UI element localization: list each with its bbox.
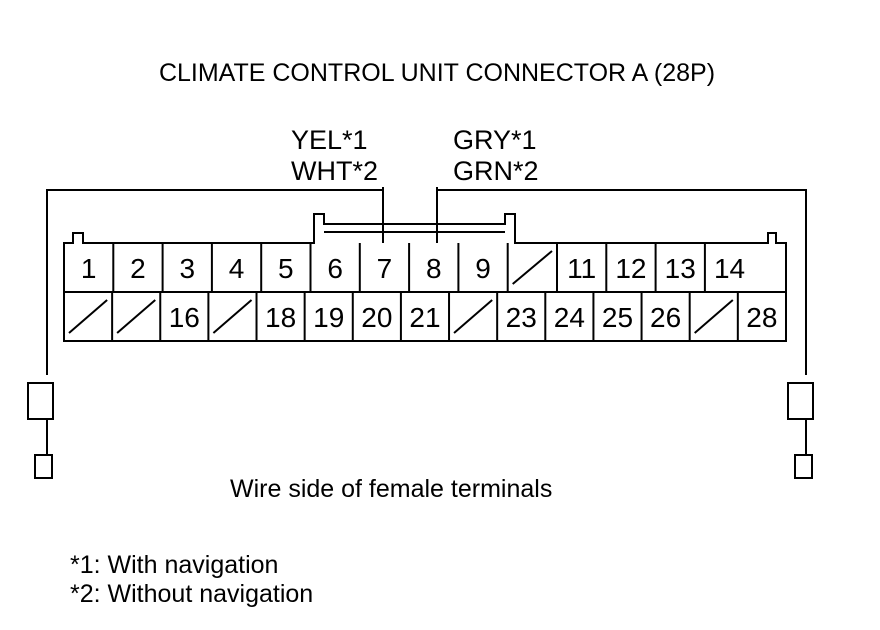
terminal-top-7: 8 <box>426 253 442 284</box>
terminal-bottom-7: 21 <box>409 302 440 333</box>
footnote-1: *1: With navigation <box>70 551 278 579</box>
terminal-bottom-5: 19 <box>313 302 344 333</box>
wire-label-yel: YEL*1 <box>291 125 368 155</box>
wire-label-gry: GRY*1 <box>453 125 537 155</box>
unused-cavity-slash <box>512 250 553 285</box>
unused-cavity-slash <box>68 299 108 334</box>
terminal-top-12: 13 <box>665 253 696 284</box>
terminal-bottom-12: 26 <box>650 302 681 333</box>
terminal-top-4: 5 <box>278 253 294 284</box>
right-lock-symbol <box>787 382 814 479</box>
terminal-top-6: 7 <box>377 253 393 284</box>
unused-cavity-slash <box>694 299 734 334</box>
left-lock-symbol <box>27 382 54 479</box>
terminal-bottom-9: 23 <box>506 302 537 333</box>
right-side-line <box>437 189 807 375</box>
terminal-top-11: 12 <box>615 253 646 284</box>
footnote-2: *2: Without navigation <box>70 580 313 608</box>
terminal-bottom-6: 20 <box>361 302 392 333</box>
unused-cavity-slash <box>212 299 253 334</box>
terminal-top-10: 11 <box>567 253 596 284</box>
terminal-top-8: 9 <box>475 253 491 284</box>
terminal-top-1: 2 <box>130 253 146 284</box>
terminal-bottom-14: 28 <box>746 302 777 333</box>
caption: Wire side of female terminals <box>230 475 552 503</box>
unused-cavity-slash <box>116 299 156 334</box>
terminal-top-0: 1 <box>81 253 97 284</box>
wire-label-grn: GRN*2 <box>453 156 539 186</box>
terminal-bottom-10: 24 <box>554 302 585 333</box>
terminal-bottom-2: 16 <box>169 302 200 333</box>
terminal-top-13: 14 <box>714 253 745 284</box>
terminal-bottom-4: 18 <box>265 302 296 333</box>
connector-outline <box>63 213 787 342</box>
left-side-line <box>46 189 383 375</box>
terminal-bottom-11: 25 <box>602 302 633 333</box>
diagram-title: CLIMATE CONTROL UNIT CONNECTOR A (28P) <box>159 59 715 87</box>
wire-label-wht: WHT*2 <box>291 156 378 186</box>
terminal-top-3: 4 <box>229 253 245 284</box>
terminal-top-5: 6 <box>327 253 343 284</box>
terminal-top-2: 3 <box>179 253 195 284</box>
unused-cavity-slash <box>453 299 493 334</box>
